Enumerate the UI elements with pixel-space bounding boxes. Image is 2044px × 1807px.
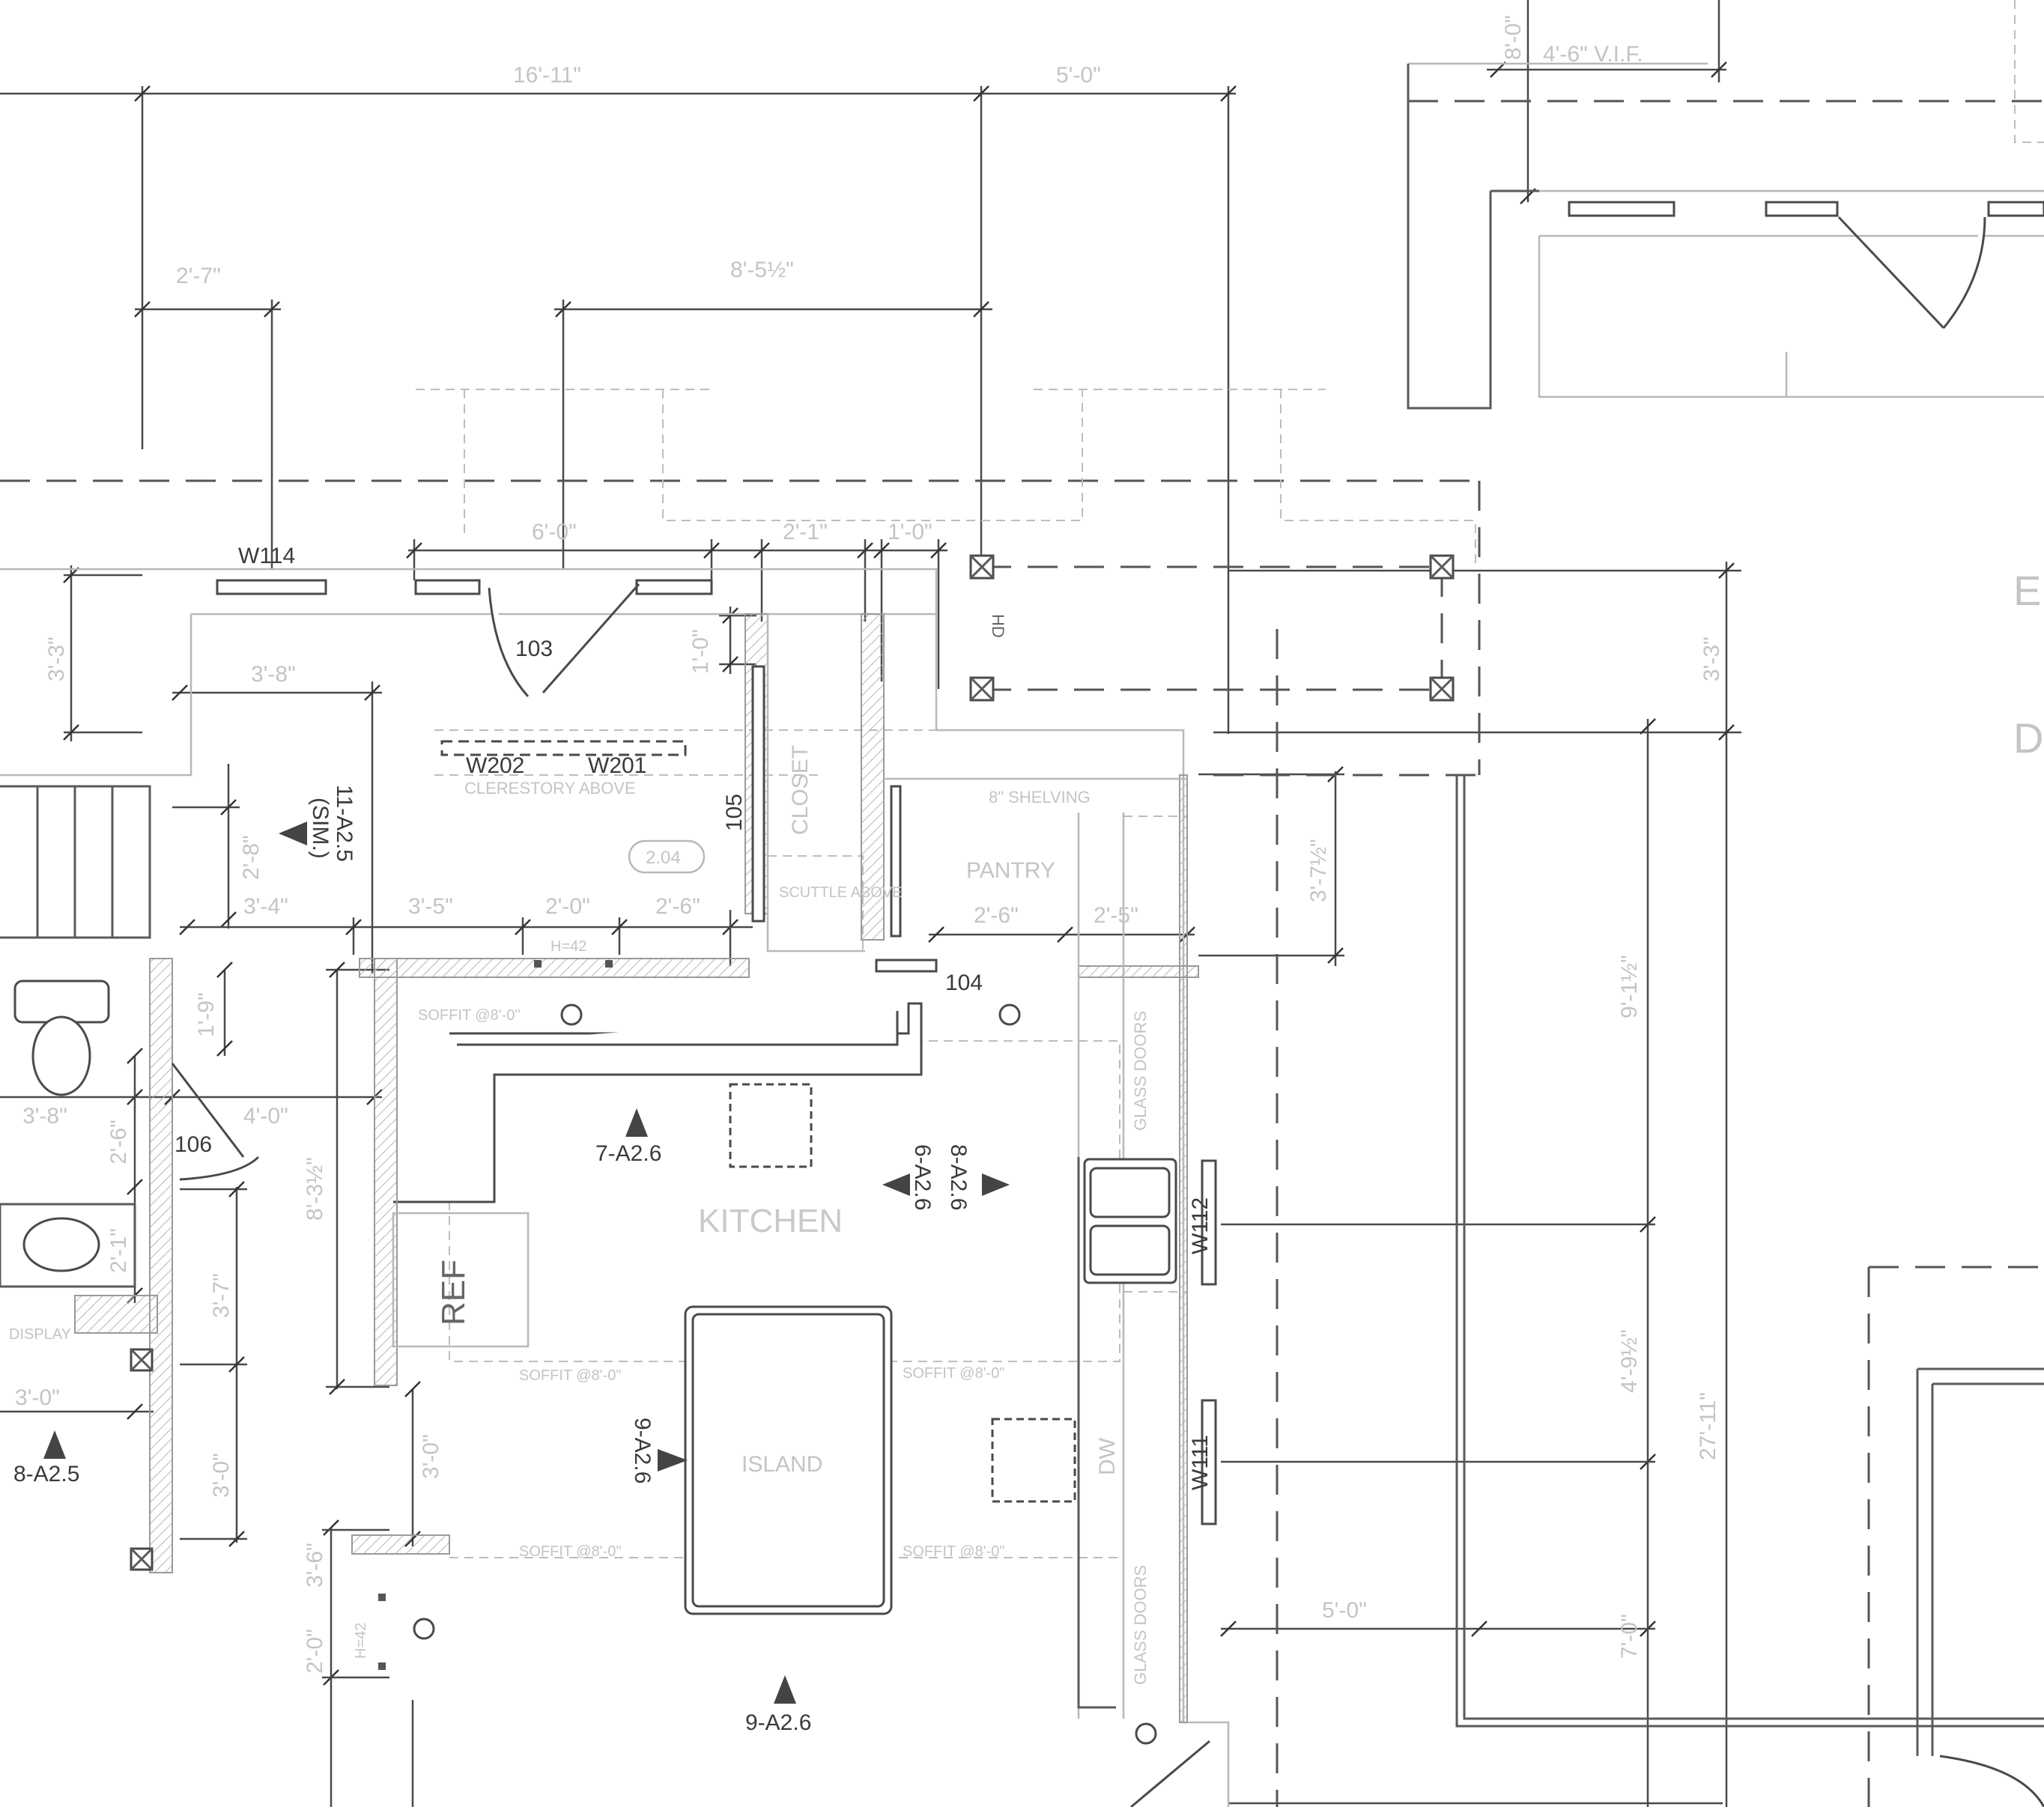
window-w202-label: W202 <box>466 753 524 778</box>
edge-letter-e: E <box>2013 567 2041 614</box>
note-dw: DW <box>1095 1437 1120 1475</box>
dim-3-5: 3'-5" <box>408 894 453 919</box>
pantry-label: PANTRY <box>966 858 1055 883</box>
dim-27-11: 27'-11" <box>1696 1392 1720 1460</box>
window-labels: W114 W202 W201 W112 W111 <box>238 544 1213 1490</box>
note-hd: HD <box>989 614 1007 638</box>
dim-3-8-bath: 3'-8" <box>22 1104 67 1129</box>
window-w114 <box>216 579 327 595</box>
note-h42-b: H=42 <box>353 1623 369 1659</box>
dim-1-9: 1'-9" <box>194 992 219 1037</box>
dim-9-1: 9'-1½" <box>1617 955 1642 1018</box>
dim-8-0: 8'-0" <box>1501 15 1526 60</box>
dim-1-0b: 1'-0" <box>688 629 713 674</box>
dim-4-0: 4'-0" <box>243 1104 288 1129</box>
dim-2-6b: 2'-6" <box>106 1120 131 1164</box>
note-shelving: 8" SHELVING <box>989 788 1091 807</box>
window-w112-label: W112 <box>1188 1197 1213 1254</box>
note-glass-doors-1: GLASS DOORS <box>1131 1011 1150 1131</box>
note-soffit-2: SOFFIT @8'-0" <box>519 1367 621 1384</box>
dim-2-0b: 2'-0" <box>303 1629 327 1674</box>
dim-6-0: 6'-0" <box>532 520 577 544</box>
section-11-a25: 11-A2.5 <box>332 785 357 862</box>
note-soffit-5: SOFFIT @8'-0" <box>903 1543 1004 1560</box>
dim-1-0a: 1'-0" <box>888 520 932 544</box>
room-kitchen: KITCHEN <box>698 1203 843 1239</box>
dim-4-9: 4'-9½" <box>1617 1329 1642 1393</box>
note-clerestory: CLERESTORY ABOVE <box>464 779 636 798</box>
edge-letter-d: D <box>2013 714 2043 762</box>
section-6-a26: 6-A2.6 <box>910 1144 935 1210</box>
section-labels: 11-A2.5 (SIM.) 7-A2.6 6-A2.6 8-A2.6 9-A2… <box>13 785 971 1735</box>
room-labels: 103 104 105 106 KITCHEN ISLAND PANTRY CL… <box>9 637 1055 1477</box>
dim-2-1b: 2'-1" <box>106 1228 131 1273</box>
note-ref: REF <box>435 1260 472 1325</box>
dim-3-8-room: 3'-8" <box>251 662 296 687</box>
dim-vif: 4'-6" V.I.F. <box>1543 42 1643 67</box>
dim-5-0-top: 5'-0" <box>1056 63 1101 88</box>
dim-5-0-lower: 5'-0" <box>1322 1598 1367 1623</box>
note-glass-doors-2: GLASS DOORS <box>1131 1565 1150 1685</box>
dim-3-0c: 3'-0" <box>419 1434 443 1479</box>
closet-label: CLOSET <box>788 745 813 835</box>
dim-2-1: 2'-1" <box>783 520 828 544</box>
dim-3-7-half: 3'-7½" <box>1306 839 1331 902</box>
section-7-a26: 7-A2.6 <box>595 1141 661 1166</box>
dim-3-0b: 3'-0" <box>15 1385 60 1410</box>
edge-letters: E D <box>2013 567 2043 762</box>
dim-2-6a: 2'-6" <box>655 894 700 919</box>
tag-204: 2.04 <box>646 848 681 868</box>
dim-16-11: 16'-11" <box>513 63 581 88</box>
section-8-a26: 8-A2.6 <box>946 1144 971 1210</box>
annotation-notes: CLERESTORY ABOVE SCUTTLE ABOVE 8" SHELVI… <box>353 614 1150 1685</box>
section-9-a26-a: 9-A2.6 <box>630 1418 655 1483</box>
dim-2-8: 2'-8" <box>239 835 264 880</box>
dim-3-4: 3'-4" <box>243 894 288 919</box>
dim-8-3: 8'-3½" <box>303 1157 327 1221</box>
dim-2-7: 2'-7" <box>176 264 221 288</box>
note-soffit-1: SOFFIT @8'-0" <box>418 1007 520 1024</box>
dim-8-5: 8'-5½" <box>730 258 794 282</box>
room-104: 104 <box>945 971 983 995</box>
dim-2-6c: 2'-6" <box>974 903 1019 928</box>
note-soffit-3: SOFFIT @8'-0" <box>903 1365 1004 1382</box>
section-9-a26-b: 9-A2.6 <box>745 1710 811 1735</box>
dim-3-3-right: 3'-3" <box>1699 637 1724 681</box>
dim-7-0: 7'-0" <box>1617 1614 1642 1659</box>
dimension-labels: 16'-11" 5'-0" 2'-7" 8'-5½" 6'-0" 2'-1" 1… <box>15 15 1724 1674</box>
dim-3-3-left: 3'-3" <box>44 637 69 681</box>
dim-2-0: 2'-0" <box>545 894 590 919</box>
walls <box>0 62 2044 1807</box>
dim-3-6: 3'-6" <box>303 1543 327 1588</box>
note-h42-a: H=42 <box>551 938 586 955</box>
section-markers <box>43 821 1010 1704</box>
dim-3-0a: 3'-0" <box>209 1453 234 1498</box>
dim-3-7: 3'-7" <box>209 1273 234 1318</box>
window-w111-label: W111 <box>1188 1435 1213 1490</box>
note-scuttle: SCUTTLE ABOVE <box>779 884 903 901</box>
note-soffit-4: SOFFIT @8'-0" <box>519 1543 621 1560</box>
dim-2-5: 2'-5" <box>1094 903 1138 928</box>
room-106: 106 <box>175 1132 212 1157</box>
section-11-sim: (SIM.) <box>308 798 333 859</box>
room-105: 105 <box>722 794 747 831</box>
display-label: DISPLAY <box>9 1326 71 1343</box>
room-103: 103 <box>515 637 553 661</box>
island-label: ISLAND <box>742 1452 822 1477</box>
window-w114-label: W114 <box>238 544 295 568</box>
dimension-lines <box>0 0 1741 1807</box>
window-w201-label: W201 <box>588 753 646 778</box>
column-markers <box>130 554 1455 1571</box>
section-8-a25: 8-A2.5 <box>13 1462 79 1486</box>
